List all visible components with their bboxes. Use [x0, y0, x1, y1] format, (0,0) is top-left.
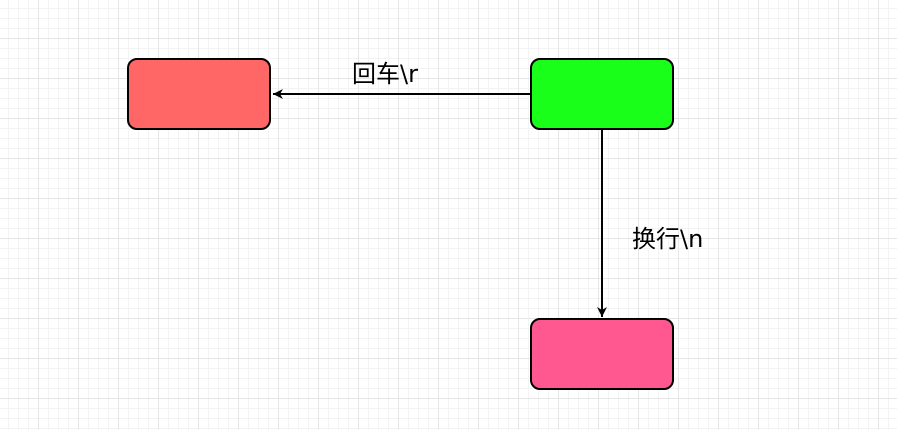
edge-label-line-feed: 换行\n [632, 225, 703, 253]
node-bottom[interactable] [530, 318, 674, 390]
node-source[interactable] [530, 58, 674, 130]
edge-label-carriage-return: 回车\r [352, 60, 418, 88]
node-left[interactable] [127, 58, 271, 130]
